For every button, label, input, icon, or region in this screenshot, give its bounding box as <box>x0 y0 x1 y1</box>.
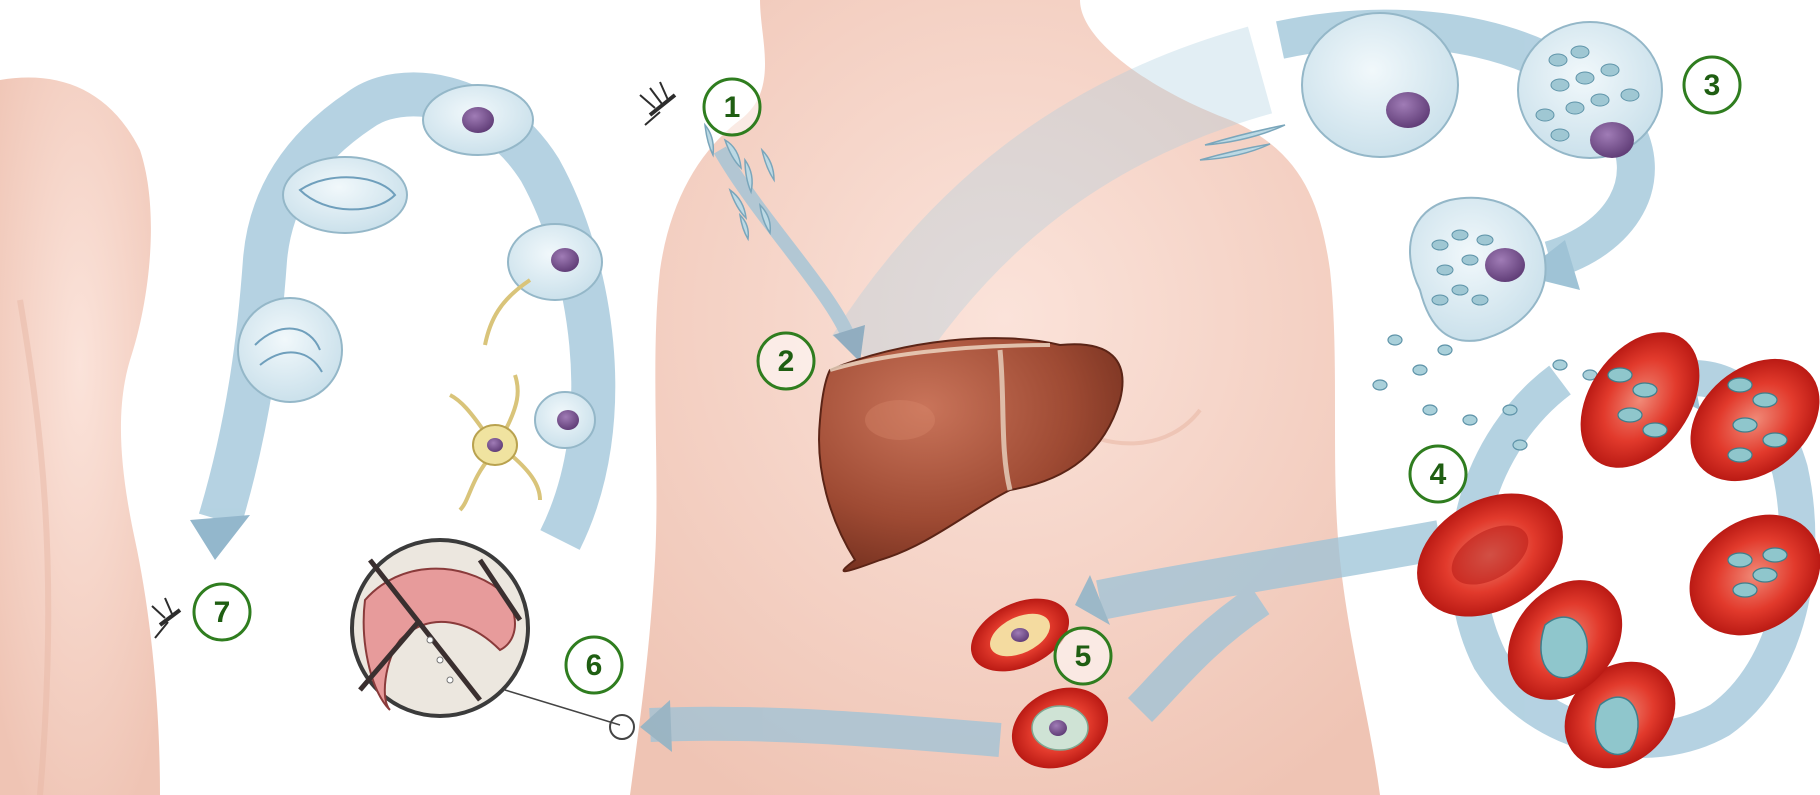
step-badge-1: 1 <box>704 79 760 135</box>
red-blood-cells <box>1395 310 1820 790</box>
step-badge-3: 3 <box>1684 57 1740 113</box>
step-badge-6: 6 <box>566 637 622 693</box>
step-number-label: 7 <box>214 596 231 629</box>
step-number-label: 2 <box>778 345 795 378</box>
step-badge-5: 5 <box>1055 628 1111 684</box>
step-number-label: 1 <box>724 91 741 124</box>
step-number-label: 4 <box>1430 458 1447 491</box>
step-badge-2: 2 <box>758 333 814 389</box>
step-badge-4: 4 <box>1410 446 1466 502</box>
step-number-label: 3 <box>1704 69 1721 102</box>
left-body-figure <box>0 78 160 795</box>
step-number-label: 6 <box>586 649 603 682</box>
step-badge-7: 7 <box>194 584 250 640</box>
hepatocyte-cells <box>1302 13 1662 341</box>
step-number-label: 5 <box>1075 640 1092 673</box>
